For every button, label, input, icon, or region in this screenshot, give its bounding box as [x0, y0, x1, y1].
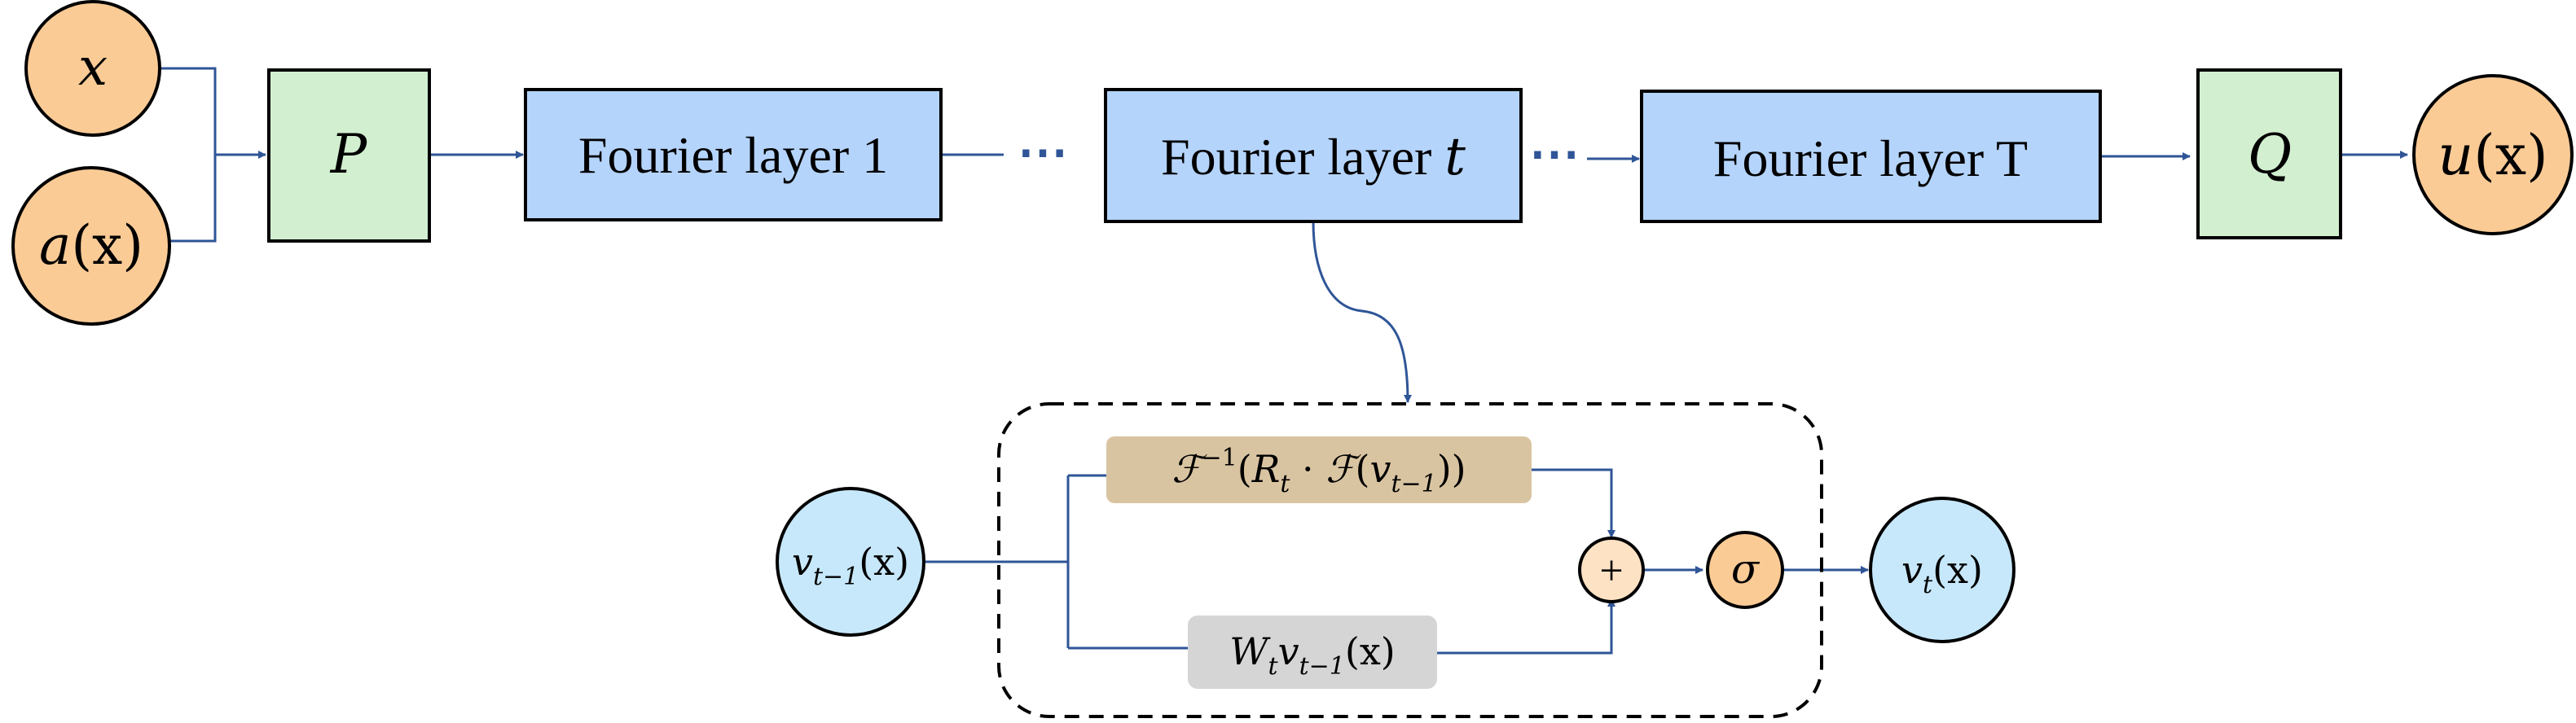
arrow-spectral-to-sum: [1532, 468, 1615, 538]
local-linear-block: Wtvt−1(x): [1188, 616, 1437, 689]
projection-q-block: Q: [2196, 68, 2342, 239]
input-x-circle: [24, 0, 161, 137]
lifting-p-block: P: [267, 68, 431, 243]
lifting-p-label: P: [330, 123, 368, 186]
connector-x-to-merge: [160, 67, 217, 155]
ellipsis-left: ⋯: [1018, 125, 1068, 181]
spectral-conv-rect: [1106, 436, 1532, 503]
plus-icon: +: [1599, 548, 1623, 594]
fourier-layer-t-rect: [1104, 88, 1523, 223]
output-u-circle: [2412, 74, 2574, 235]
activation-sigma-label: σ: [1731, 546, 1761, 593]
activation-circle: [1706, 531, 1784, 609]
input-a-label: a(x): [39, 214, 143, 277]
arrow-local-to-sum: [1437, 598, 1615, 655]
projection-q-rect: [2196, 68, 2342, 239]
zoom-arrow-to-detail: [1312, 221, 1412, 403]
input-x-label: x: [78, 37, 108, 98]
spectral-conv-block: ℱ−1(Rt · ℱ(vt−1)): [1106, 436, 1532, 503]
fourier-layer-t-label: Fourier layer t: [1161, 127, 1466, 187]
detail-output-circle: [1869, 497, 2016, 643]
local-linear-label: Wtvt−1(x): [1229, 629, 1395, 681]
fourier-layer-1-block: Fourier layer 1: [524, 88, 943, 221]
output-u-label: u(x): [2438, 124, 2547, 188]
detail-output-node: vt(x): [1869, 497, 2016, 643]
fourier-layer-1-label: Fourier layer 1: [578, 126, 888, 184]
detail-input-node: vt−1(x): [776, 487, 925, 637]
input-a-circle: [11, 166, 171, 326]
detail-output-label: vt(x): [1901, 548, 1983, 599]
output-u-node: u(x): [2412, 74, 2574, 235]
fourier-layer-detail-frame: [997, 402, 1823, 718]
activation-node: σ: [1706, 531, 1784, 609]
input-a-node: a(x): [11, 166, 171, 326]
projection-q-label: Q: [2248, 123, 2292, 186]
fourier-layer-T-label: Fourier layer T: [1713, 129, 2028, 187]
fourier-layer-T-block: Fourier layer T: [1640, 90, 2102, 223]
detail-input-circle: [776, 487, 925, 637]
fourier-layer-t-block: Fourier layer t: [1104, 88, 1523, 223]
spectral-conv-label: ℱ−1(Rt · ℱ(vt−1)): [1172, 444, 1466, 498]
sum-circle: [1578, 537, 1645, 603]
lifting-p-rect: [267, 68, 431, 243]
connectors: [160, 67, 2408, 655]
fourier-layer-1-rect: [524, 88, 943, 221]
connector-a-to-merge: [169, 155, 217, 243]
fourier-layer-T-rect: [1640, 90, 2102, 223]
detail-input-label: vt−1(x): [792, 540, 909, 591]
input-x-node: x: [24, 0, 161, 137]
sum-node: +: [1578, 537, 1645, 603]
local-linear-rect: [1188, 616, 1437, 689]
ellipsis-right: ⋯: [1529, 127, 1580, 182]
